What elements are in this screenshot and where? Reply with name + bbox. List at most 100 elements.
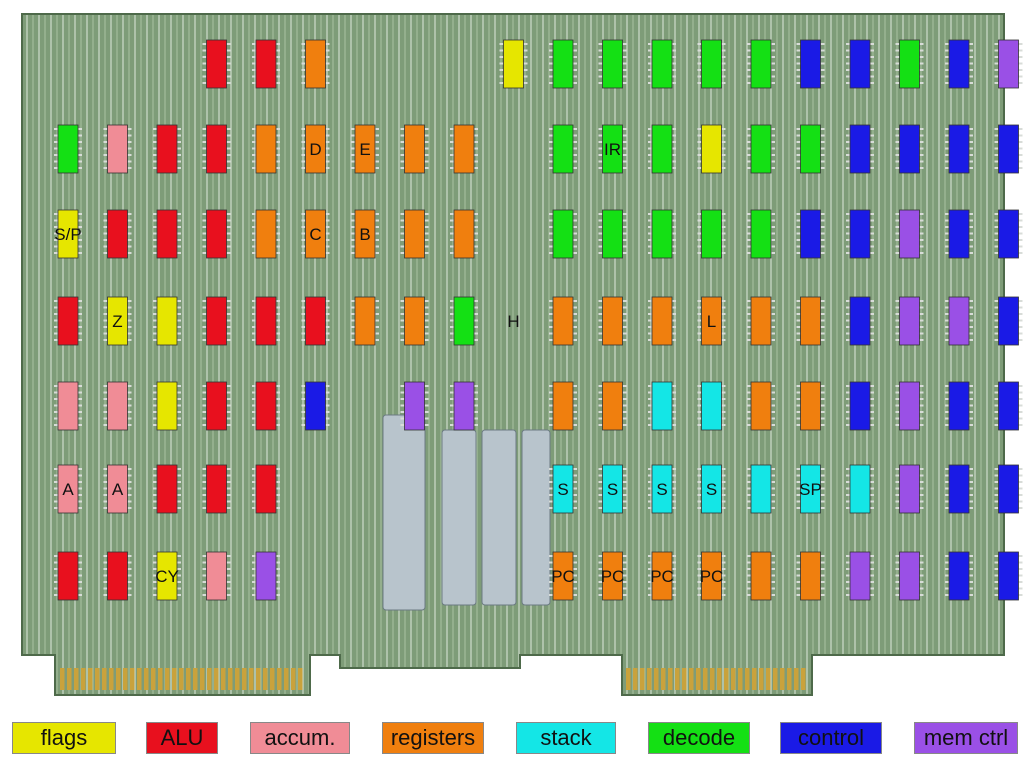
chip-label: PC bbox=[650, 567, 674, 586]
chip bbox=[549, 124, 577, 174]
chip bbox=[153, 381, 181, 431]
chip bbox=[598, 39, 627, 89]
chip bbox=[153, 209, 181, 259]
chip bbox=[202, 124, 231, 174]
chip bbox=[796, 296, 825, 346]
chip-label: S bbox=[607, 480, 618, 499]
chip bbox=[945, 296, 973, 346]
chip bbox=[895, 39, 924, 89]
ribbon-connector bbox=[481, 429, 517, 606]
chip bbox=[153, 296, 181, 346]
chip bbox=[54, 209, 82, 259]
chip bbox=[549, 296, 577, 346]
chip bbox=[994, 209, 1023, 259]
chip bbox=[747, 381, 775, 431]
chip bbox=[54, 464, 82, 514]
chip bbox=[697, 209, 726, 259]
chip-label: L bbox=[707, 312, 716, 331]
chip bbox=[103, 209, 132, 259]
legend-item-alu: ALU bbox=[146, 722, 218, 754]
ribbon-connector bbox=[382, 414, 426, 611]
chip bbox=[747, 209, 775, 259]
chip bbox=[796, 381, 825, 431]
chip-label: PC bbox=[700, 567, 724, 586]
chip bbox=[301, 124, 330, 174]
chip-label: C bbox=[309, 225, 321, 244]
chip bbox=[648, 464, 676, 514]
chip bbox=[796, 209, 825, 259]
chip bbox=[450, 296, 478, 346]
chip bbox=[945, 209, 973, 259]
ribbon-connector bbox=[441, 429, 477, 606]
chip bbox=[846, 296, 874, 346]
chip bbox=[400, 296, 429, 346]
chip bbox=[895, 124, 924, 174]
chip-label: S bbox=[706, 480, 717, 499]
chip bbox=[747, 39, 775, 89]
chip bbox=[994, 296, 1023, 346]
chip bbox=[846, 381, 874, 431]
edge-connector-left bbox=[60, 668, 303, 690]
chip bbox=[252, 381, 280, 431]
chip bbox=[202, 464, 231, 514]
chip bbox=[846, 124, 874, 174]
chip bbox=[252, 209, 280, 259]
chip bbox=[202, 209, 231, 259]
chip bbox=[351, 209, 379, 259]
chip bbox=[796, 124, 825, 174]
chip-label: A bbox=[62, 480, 74, 499]
chip-label: B bbox=[359, 225, 370, 244]
chip bbox=[202, 551, 231, 601]
chip bbox=[54, 296, 82, 346]
legend-item-decode: decode bbox=[648, 722, 750, 754]
chip bbox=[895, 551, 924, 601]
chip bbox=[994, 39, 1023, 89]
chip bbox=[549, 381, 577, 431]
chip-label: CY bbox=[155, 567, 179, 586]
chip bbox=[450, 381, 478, 431]
chip bbox=[598, 381, 627, 431]
chip bbox=[747, 464, 775, 514]
chip-label: S/P bbox=[54, 225, 81, 244]
chip-label: D bbox=[309, 140, 321, 159]
chip bbox=[252, 296, 280, 346]
ribbon-connector bbox=[521, 429, 551, 606]
chip bbox=[945, 124, 973, 174]
chip bbox=[202, 381, 231, 431]
chip bbox=[697, 551, 726, 601]
chip bbox=[648, 381, 676, 431]
legend-item-control: control bbox=[780, 722, 882, 754]
chip-label: S bbox=[656, 480, 667, 499]
chip bbox=[400, 209, 429, 259]
chip bbox=[846, 209, 874, 259]
edge-connector-right bbox=[626, 668, 806, 690]
chip bbox=[549, 39, 577, 89]
chip bbox=[945, 39, 973, 89]
chip-label: SP bbox=[799, 480, 822, 499]
chip bbox=[153, 124, 181, 174]
chip bbox=[697, 296, 726, 346]
chip bbox=[103, 296, 132, 346]
chip bbox=[598, 209, 627, 259]
chip bbox=[846, 464, 874, 514]
chip bbox=[846, 39, 874, 89]
chip-label: PC bbox=[551, 567, 575, 586]
chip-label: E bbox=[359, 140, 370, 159]
chip-label: H bbox=[507, 312, 519, 331]
chip bbox=[103, 551, 132, 601]
chip-label: Z bbox=[112, 312, 122, 331]
board-substrate bbox=[21, 13, 1005, 696]
chip bbox=[549, 209, 577, 259]
chip bbox=[796, 464, 825, 514]
chip bbox=[252, 124, 280, 174]
chip bbox=[747, 124, 775, 174]
legend-item-accum: accum. bbox=[250, 722, 350, 754]
chip bbox=[54, 551, 82, 601]
chip bbox=[598, 124, 627, 174]
chip bbox=[549, 464, 577, 514]
chip bbox=[598, 464, 627, 514]
chip bbox=[202, 296, 231, 346]
chip bbox=[796, 39, 825, 89]
